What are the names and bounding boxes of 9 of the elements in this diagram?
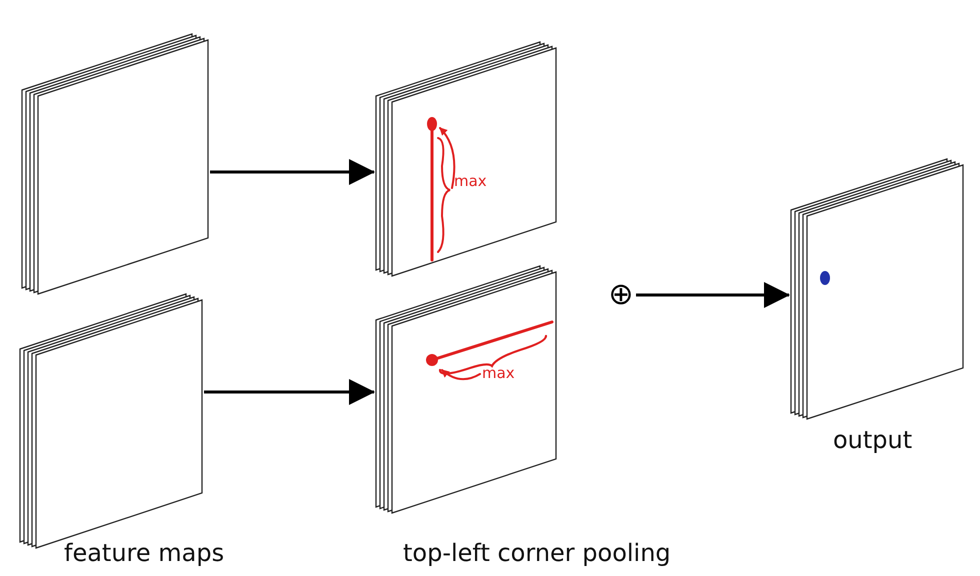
node-label: output [833, 427, 912, 454]
arrow [204, 379, 375, 405]
sum-symbol: ⊕ [604, 276, 638, 314]
max-label: max [482, 366, 515, 381]
caption: feature maps [64, 540, 224, 566]
arrow [636, 282, 790, 308]
max-label: max [454, 174, 487, 189]
arrow [210, 159, 375, 185]
caption: top-left corner pooling [403, 540, 671, 566]
